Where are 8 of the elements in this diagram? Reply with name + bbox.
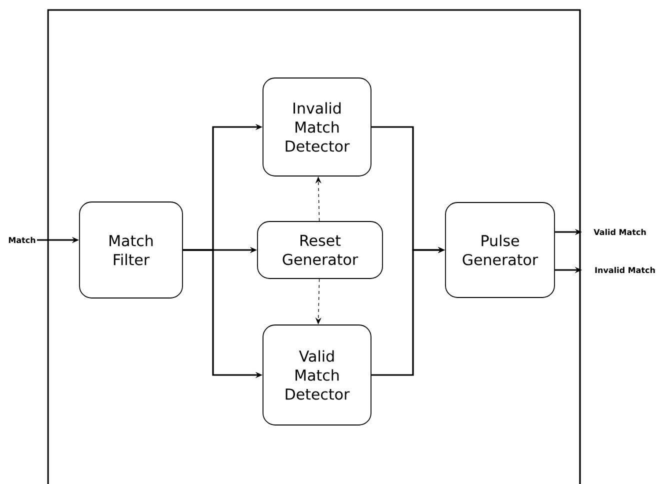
block-box: Match Filter	[79, 202, 183, 298]
block-box: Pulse Generator	[445, 202, 555, 298]
signal-label: Match	[8, 236, 36, 244]
signal-label: Valid Match	[594, 228, 646, 236]
block-box: Reset Generator	[257, 221, 383, 279]
block-box: Invalid Match Detector	[262, 78, 372, 176]
block-box: Valid Match Detector	[262, 324, 372, 426]
signal-label: Invalid Match	[595, 266, 655, 274]
